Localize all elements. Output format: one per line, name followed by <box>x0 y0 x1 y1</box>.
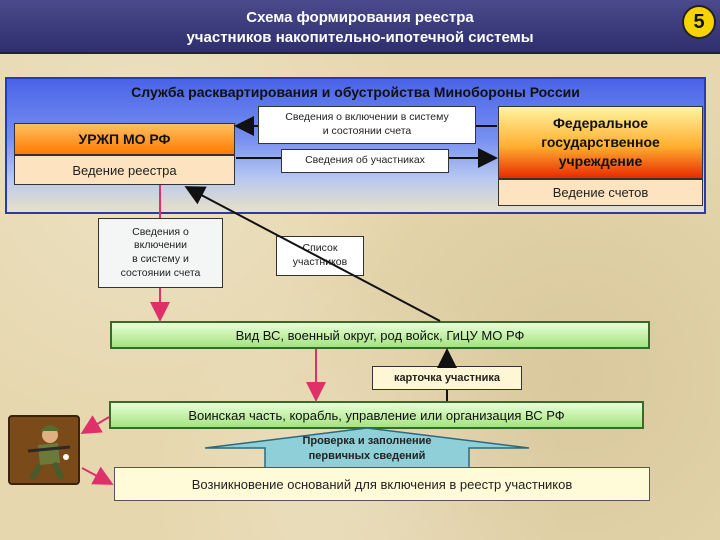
federal-subtitle-box: Ведение счетов <box>498 179 703 206</box>
military-unit-box: Воинская часть, корабль, управление или … <box>109 401 644 429</box>
info-inclusion-box: Сведения о включении в систему и состоян… <box>258 106 476 144</box>
list-line1: Список <box>302 242 338 255</box>
verification-line1: Проверка и заполнение <box>302 435 432 447</box>
verification-big-arrow <box>204 427 530 469</box>
header-bar <box>0 0 720 54</box>
arrow-unit-to-soldier-pink <box>80 415 110 435</box>
service-title: Служба расквартирования и обустройства М… <box>131 84 580 100</box>
urzhp-subtitle-box: Ведение реестра <box>14 155 235 185</box>
federal-title-line1: Федеральное <box>552 115 649 132</box>
left-info-line3: в систему и <box>132 253 189 265</box>
left-info-line4: состоянии счета <box>120 266 201 279</box>
page-title-line2: участников накопительно-ипотечной систем… <box>186 29 534 46</box>
verification-label: Проверка и заполнение первичных сведений <box>262 434 472 465</box>
info-inclusion-line2: и состоянии счета <box>322 125 412 137</box>
left-info-inclusion-box: Сведения о включении в систему и состоян… <box>98 218 223 288</box>
slide-number-badge: 5 <box>682 5 716 39</box>
urzhp-title-box: УРЖП МО РФ <box>14 123 235 155</box>
info-participants-box: Сведения об участниках <box>281 149 449 173</box>
federal-title-line3: учреждение <box>558 152 643 169</box>
page-title-line1: Схема формирования реестра <box>246 9 474 26</box>
soldier-image <box>8 415 80 485</box>
left-info-line1: Сведения о <box>132 225 189 238</box>
info-inclusion-line1: Сведения о включении в систему <box>285 111 449 124</box>
soldier-icon <box>27 425 71 481</box>
federal-institution-box: Федеральное государственное учреждение <box>498 106 703 179</box>
left-info-line2: включении <box>134 239 187 252</box>
verification-line2: первичных сведений <box>308 450 426 463</box>
participant-card-box: карточка участника <box>372 366 522 390</box>
arrow-branch-to-urzhp <box>184 186 441 322</box>
armed-forces-branch-box: Вид ВС, военный округ, род войск, ГиЦУ М… <box>110 321 650 349</box>
arrow-soldier-to-basis-pink <box>81 466 114 485</box>
federal-title-line2: государственное <box>541 134 660 151</box>
inclusion-basis-box: Возникновение оснований для включения в … <box>114 467 650 501</box>
